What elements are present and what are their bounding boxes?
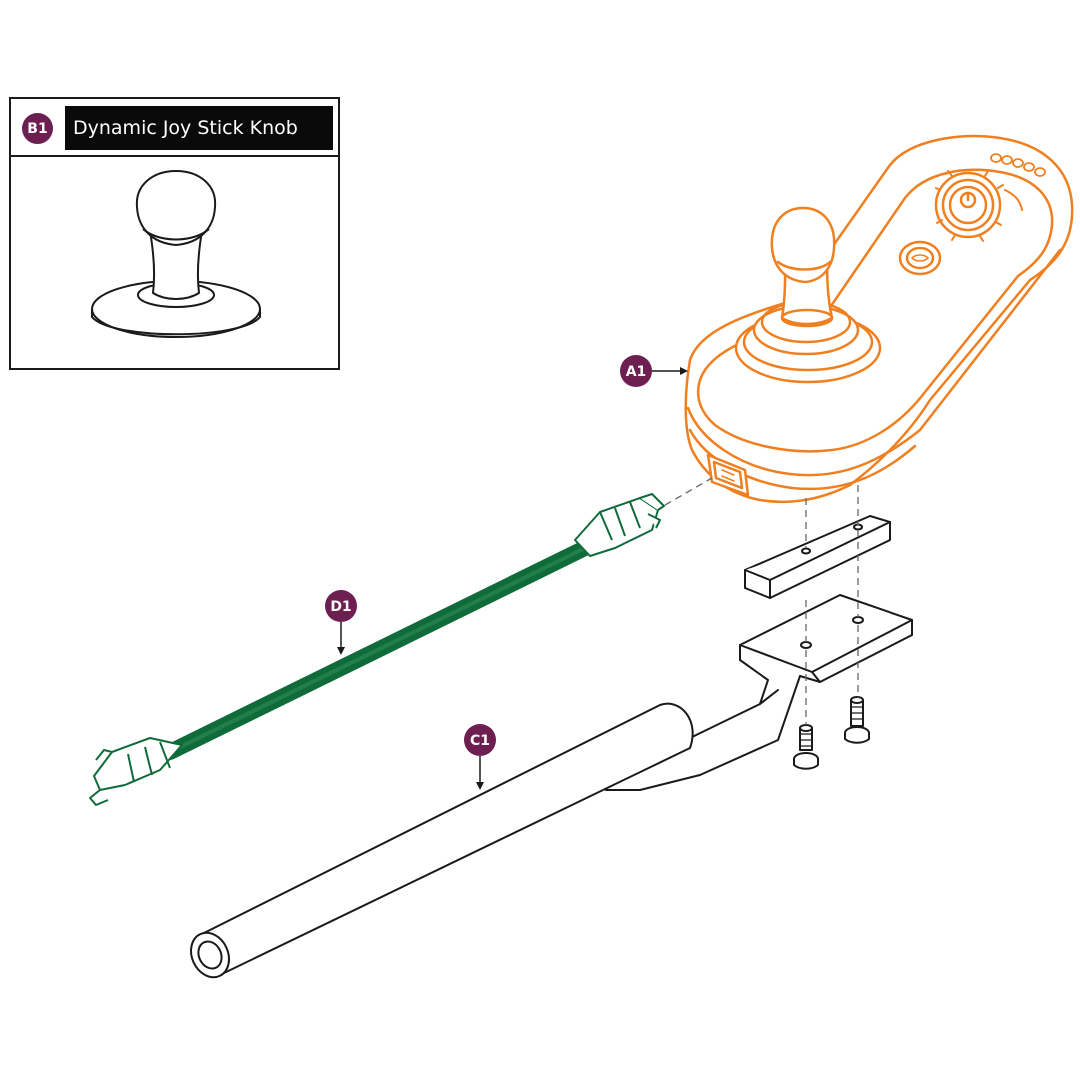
bolt-left bbox=[793, 724, 819, 770]
mounting-bracket bbox=[601, 594, 913, 791]
callout-d1-label: D1 bbox=[330, 599, 351, 615]
bolt-right bbox=[844, 696, 870, 744]
cable-harness bbox=[89, 493, 665, 806]
cable-connector-right bbox=[574, 493, 665, 557]
callout-a1: A1 bbox=[620, 355, 688, 387]
callout-c1-label: C1 bbox=[470, 733, 490, 749]
inset-header: B1 Dynamic Joy Stick Knob bbox=[11, 99, 338, 157]
callout-a1-label: A1 bbox=[626, 364, 647, 380]
spacer-block bbox=[744, 515, 891, 599]
assembly-guide-lines bbox=[664, 477, 859, 725]
joystick-controller bbox=[684, 134, 1074, 504]
cable-connector-left bbox=[89, 737, 183, 806]
mounting-tube bbox=[190, 702, 694, 979]
inset-badge: B1 bbox=[22, 113, 53, 144]
callout-c1: C1 bbox=[464, 724, 496, 790]
mounting-hardware bbox=[601, 515, 913, 791]
callout-d1: D1 bbox=[325, 590, 357, 655]
inset-title: Dynamic Joy Stick Knob bbox=[65, 106, 333, 150]
joystick-knob-drawing bbox=[91, 170, 261, 338]
inset-panel-b1: B1 Dynamic Joy Stick Knob bbox=[9, 97, 340, 370]
